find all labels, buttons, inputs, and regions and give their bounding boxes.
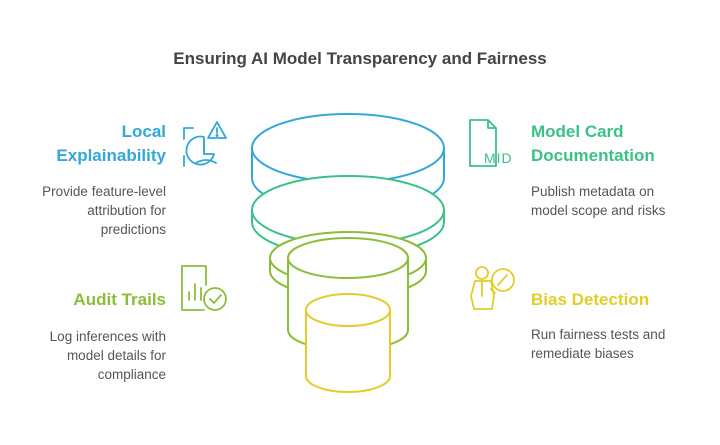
item-title-line: Explainability [56,146,166,165]
item-title-local-explainability: Local Explainability [20,120,166,168]
item-desc-bias-detection: Run fairness tests and remediate biases [531,325,711,363]
item-title-line: Documentation [531,146,655,165]
item-title-audit-trails: Audit Trails [20,288,166,312]
item-desc-audit-trails: Log inferences with model details for co… [10,327,166,384]
item-desc-line: model scope and risks [531,203,666,218]
item-desc-local-explainability: Provide feature-level attribution for pr… [10,182,166,239]
mid-file-icon-label: MID [484,150,513,166]
item-desc-line: compliance [97,367,166,382]
item-desc-line: predictions [100,222,166,237]
item-desc-line: attribution for [87,203,166,218]
funnel-tier-yellow [305,293,391,393]
item-desc-line: Provide feature-level [42,184,166,199]
pie-chart-warning-icon [183,121,227,167]
item-title-line: Model Card [531,122,624,141]
item-title-model-card: Model Card Documentation [531,120,711,168]
item-title-line: Local [121,122,166,141]
item-desc-line: remediate biases [531,346,634,361]
mid-file-icon: MID [469,119,513,167]
item-desc-line: Run fairness tests and [531,327,666,342]
item-title-bias-detection: Bias Detection [531,288,711,312]
item-title-line: Audit Trails [73,290,166,309]
item-title-line: Bias Detection [531,290,650,309]
item-desc-model-card: Publish metadata on model scope and risk… [531,182,711,220]
item-desc-line: model details for [66,348,166,363]
page-title: Ensuring AI Model Transparency and Fairn… [173,49,547,68]
item-desc-line: Log inferences with [49,329,166,344]
person-presentation-icon [470,266,515,310]
report-check-icon [181,265,227,311]
item-desc-line: Publish metadata on [531,184,655,199]
